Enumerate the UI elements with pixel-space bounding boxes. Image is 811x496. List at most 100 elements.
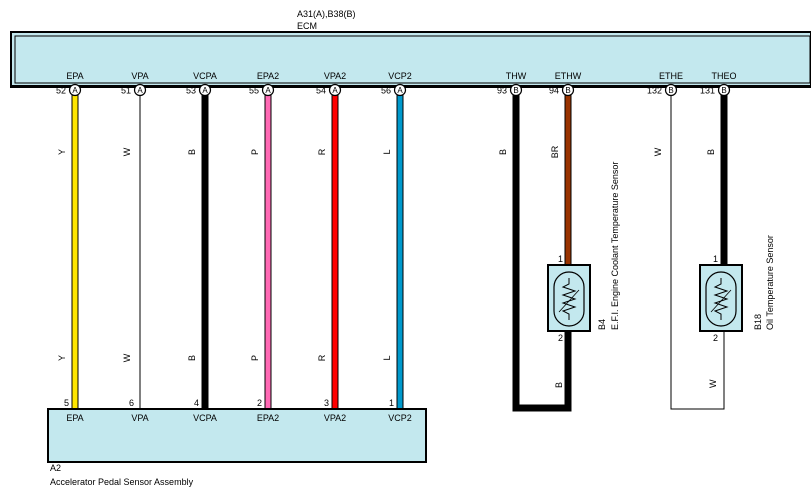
wire-label-vpa2-top: R: [317, 148, 327, 155]
coolant-sensor-name: E.F.I. Engine Coolant Temperature Sensor: [610, 162, 620, 330]
ecm-pin-number: 54: [316, 86, 326, 96]
ecm-pin-number: 53: [186, 86, 196, 96]
coolant-return-wire-label: B: [554, 382, 564, 388]
connector-circle-icon: [509, 83, 523, 97]
ecm-pin-connector: A: [397, 86, 403, 95]
ecm-pin-theo: THEO B 131: [700, 71, 737, 97]
ecm-pin-connector: B: [721, 86, 726, 95]
pedal-pin-name: VPA: [131, 413, 148, 423]
ecm-pin-name: VPA: [131, 71, 148, 81]
ecm-pin-number: 93: [497, 86, 507, 96]
coolant-sensor-code: B4: [597, 319, 607, 330]
ecm-pin-name: EPA: [66, 71, 83, 81]
ecm-pin-vpa: VPA A 51: [121, 71, 149, 97]
pedal-pin-name: VCPA: [193, 413, 217, 423]
wire-label-vcp2-bottom: L: [382, 355, 392, 360]
pedal-pin-number: 1: [389, 398, 394, 408]
ecm-pin-name: ETHW: [555, 71, 582, 81]
pedal-pin-number: 4: [194, 398, 199, 408]
ecm-pin-number: 52: [56, 86, 66, 96]
connector-circle-icon: [664, 83, 678, 97]
oil-sensor-pin-1: 1: [713, 254, 718, 264]
pedal-pin-name: EPA2: [257, 413, 279, 423]
wire-ethe: [670, 90, 725, 410]
pedal-pin-number: 5: [64, 398, 69, 408]
ecm-pin-epa: EPA A 52: [56, 71, 84, 97]
connector-circle-icon: [328, 83, 342, 97]
wire-label-epa2-top: P: [250, 149, 260, 155]
ecm-pin-number: 56: [381, 86, 391, 96]
ecm-pin-connector: B: [513, 86, 518, 95]
wire-label-ethw: BR: [550, 145, 560, 158]
ecm-pin-connector: A: [72, 86, 78, 95]
oil-sensor: 1 2 B18 Oil Temperature Sensor W: [699, 235, 775, 388]
thermistor-icon: [713, 278, 729, 320]
wire-label-vpa-bottom: W: [122, 353, 132, 362]
coolant-sensor-pin-2: 2: [558, 333, 563, 343]
connector-circle-icon: [68, 83, 82, 97]
wire-label-vcpa-bottom: B: [187, 355, 197, 361]
ecm-pin-ethe: ETHE B 132: [647, 71, 683, 97]
connector-circle-icon: [717, 83, 731, 97]
ecm-pin-vcpa: VCPA A 53: [186, 71, 217, 97]
ecm-pin-thw: THW B 93: [497, 71, 527, 97]
oil-return-wire-label: W: [708, 379, 718, 388]
ecm-pin-connector: B: [668, 86, 673, 95]
oil-sensor-name: Oil Temperature Sensor: [765, 235, 775, 330]
ecm-connectors-label: A31(A),B38(B): [297, 9, 356, 19]
connector-circle-icon: [261, 83, 275, 97]
wire-label-ethe: W: [653, 147, 663, 156]
pedal-pin-name: EPA: [66, 413, 83, 423]
thermistor-icon: [561, 278, 577, 320]
pedal-pin-number: 6: [129, 398, 134, 408]
pedal-pin-name: VCP2: [388, 413, 412, 423]
wire-thw-outline: [512, 90, 572, 412]
ecm-pin-connector: A: [137, 86, 143, 95]
ecm-pin-connector: A: [202, 86, 208, 95]
pedal-sensor-code: A2: [50, 463, 61, 473]
ecm-pin-connector: B: [565, 86, 570, 95]
wire-label-vpa2-bottom: R: [317, 354, 327, 361]
ecm-pin-ethw: ETHW B 94: [549, 71, 582, 97]
ecm-pin-name: VCPA: [193, 71, 217, 81]
ecm-pin-name: THW: [506, 71, 527, 81]
connector-circle-icon: [561, 83, 575, 97]
wire-label-epa-top: Y: [57, 149, 67, 155]
ecm-pin-number: 132: [647, 86, 662, 96]
wire-label-vcpa-top: B: [187, 149, 197, 155]
wire-label-epa-bottom: Y: [57, 355, 67, 361]
wire-label-vpa-top: W: [122, 147, 132, 156]
wire-label-vcp2-top: L: [382, 149, 392, 154]
ecm-pin-number: 51: [121, 86, 131, 96]
pedal-pin-number: 2: [257, 398, 262, 408]
ecm-pin-connector: A: [332, 86, 338, 95]
wire-label-thw: B: [498, 149, 508, 155]
pedal-pin-number: 3: [324, 398, 329, 408]
pedal-sensor-box: [47, 408, 427, 463]
ecm-pin-name: ETHE: [659, 71, 683, 81]
oil-sensor-pin-2: 2: [713, 333, 718, 343]
ecm-pin-number: 131: [700, 86, 715, 96]
ecm-pin-number: 94: [549, 86, 559, 96]
coolant-sensor: 1 2 B4 E.F.I. Engine Coolant Temperature…: [547, 162, 620, 388]
ecm-pin-name: THEO: [711, 71, 736, 81]
coolant-sensor-pin-1: 1: [558, 254, 563, 264]
pedal-sensor-name: Accelerator Pedal Sensor Assembly: [50, 477, 194, 487]
wire-label-epa2-bottom: P: [250, 355, 260, 361]
pedal-pin-name: VPA2: [324, 413, 346, 423]
ecm-pin-number: 55: [249, 86, 259, 96]
connector-circle-icon: [393, 83, 407, 97]
ecm-pin-group: EPAA52VPAA51VCPAA53EPA2A55VPA2A54VCP2A56…: [56, 71, 737, 97]
ecm-pin-name: EPA2: [257, 71, 279, 81]
wire-thw: [513, 90, 571, 411]
